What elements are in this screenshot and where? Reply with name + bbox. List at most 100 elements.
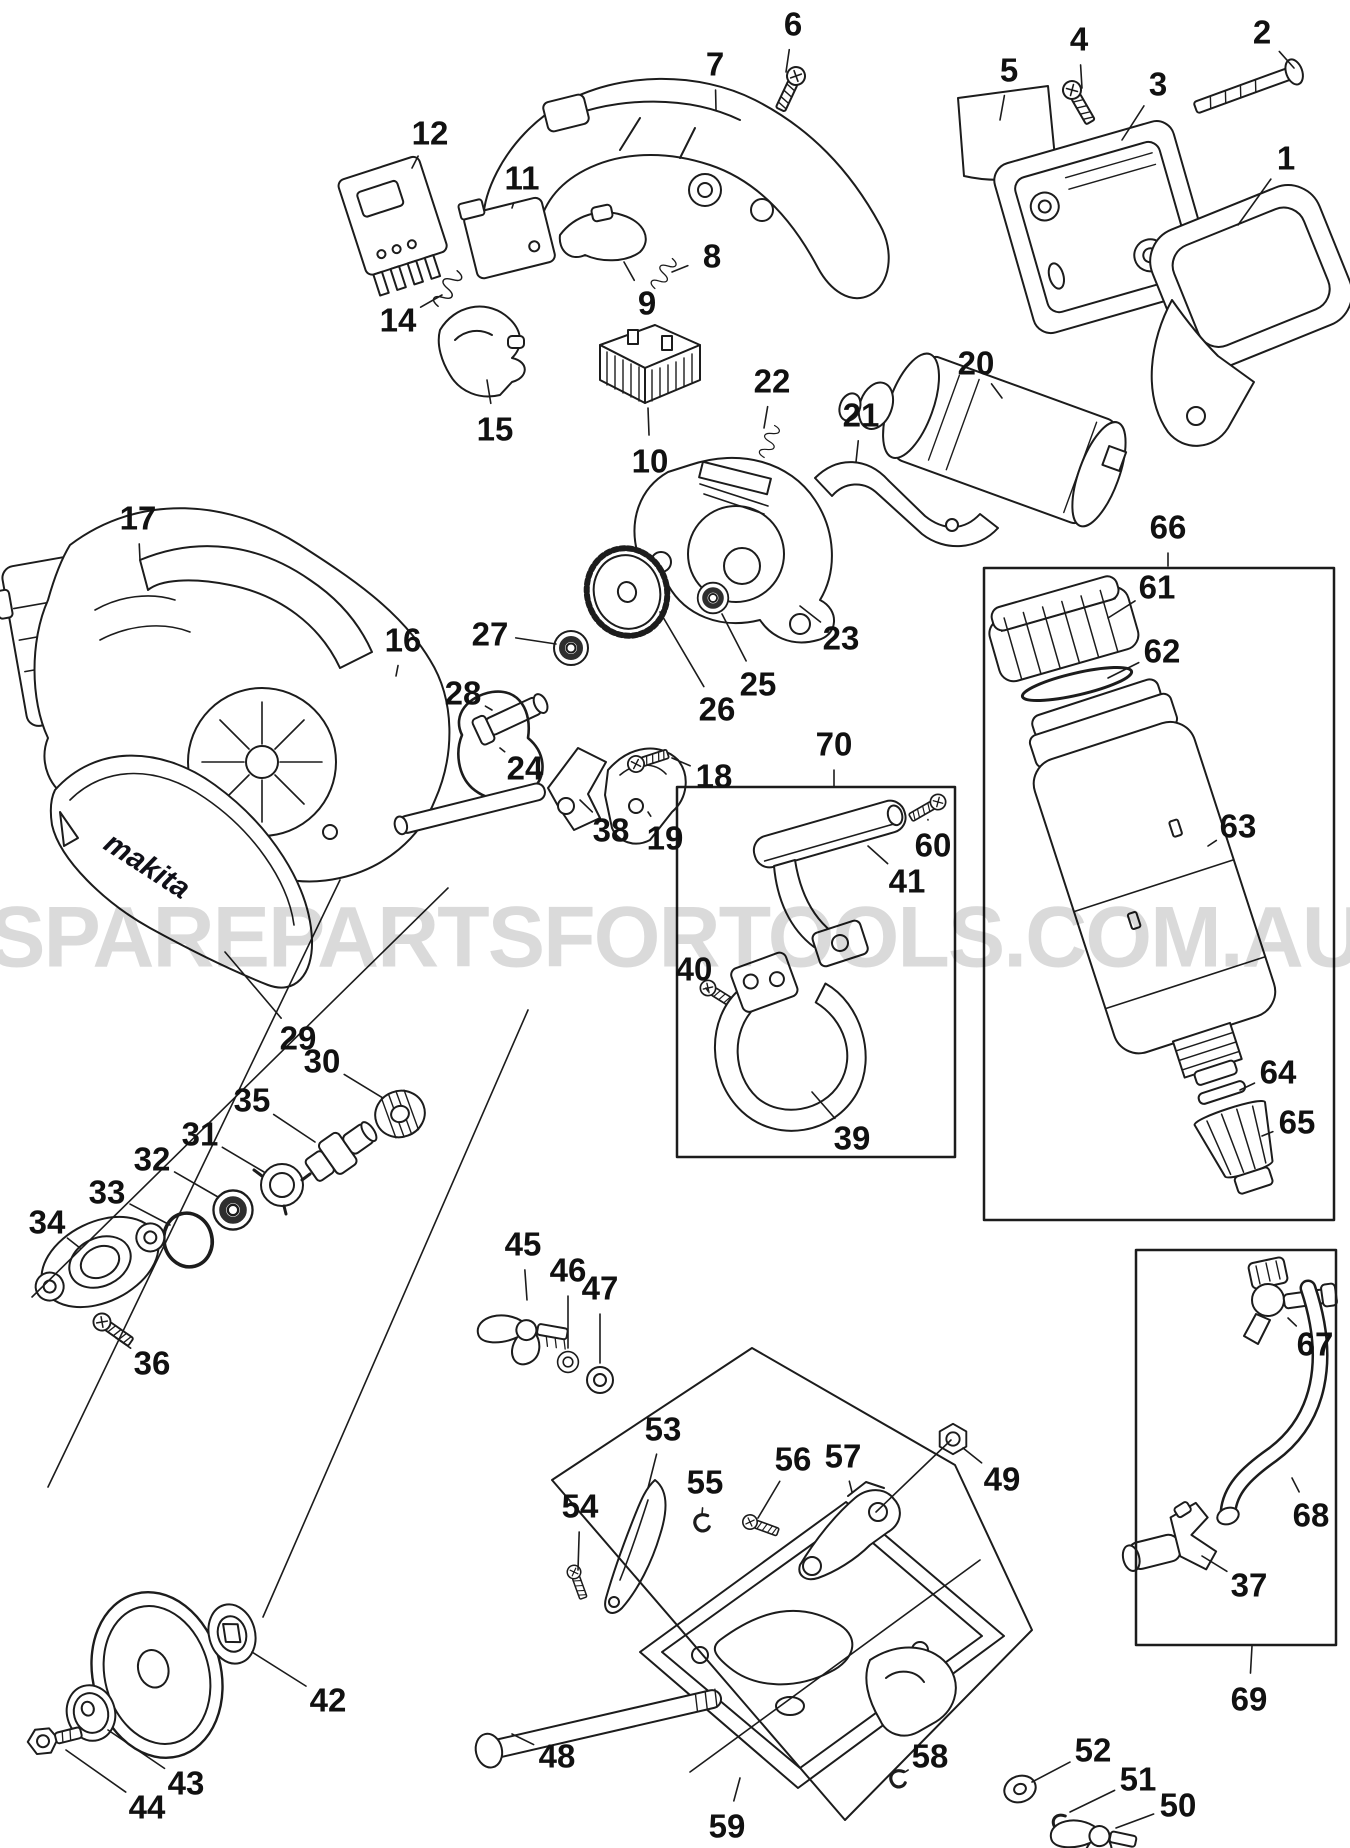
part-30-knob-gear-drawing — [374, 1089, 426, 1139]
part-label-37: 37 — [1230, 1566, 1268, 1604]
part-label-33: 33 — [88, 1173, 126, 1211]
leader-line-45 — [524, 1269, 528, 1301]
part-61-tank-cap-drawing — [988, 575, 1140, 683]
part-63-water-tank-drawing — [1028, 678, 1277, 1086]
part-label-36: 36 — [133, 1344, 171, 1382]
leader-line-43 — [107, 1729, 166, 1770]
part-label-23: 23 — [822, 619, 860, 657]
part-label-56: 56 — [774, 1440, 812, 1478]
leader-line-30 — [343, 1073, 384, 1099]
part-35-spindle-drawing — [304, 1121, 378, 1182]
leader-line-21 — [855, 440, 860, 463]
leader-line-1 — [1237, 178, 1272, 226]
leader-line-51 — [1069, 1789, 1116, 1813]
leader-line-10 — [647, 407, 650, 436]
leader-line-34 — [66, 1237, 81, 1249]
leader-line-63 — [1207, 839, 1218, 847]
leader-line-53 — [647, 1453, 658, 1489]
leader-line-22 — [763, 405, 769, 429]
part-21-baffle-plate-drawing — [814, 461, 999, 547]
leader-line-8 — [671, 264, 689, 273]
leader-line-5 — [999, 94, 1006, 121]
part-label-58: 58 — [911, 1737, 949, 1775]
part-29-blade-cover-drawing: makita — [49, 754, 314, 989]
part-10-switch-base-drawing — [599, 324, 701, 404]
part-label-69: 69 — [1230, 1680, 1268, 1718]
part-45-wing-bolt-drawing — [476, 1314, 569, 1366]
part-label-65: 65 — [1278, 1103, 1316, 1141]
part-label-59: 59 — [708, 1807, 746, 1845]
part-label-10: 10 — [631, 442, 669, 480]
part-15-lock-off-lever-drawing — [437, 305, 526, 398]
blade-disc-drawing — [90, 1590, 224, 1760]
part-label-53: 53 — [644, 1410, 682, 1448]
part-1-motor-cover-drawing — [1149, 184, 1350, 447]
part-42-inner-flange-drawing — [207, 1603, 257, 1665]
leader-line-27 — [514, 637, 557, 645]
leader-line-67 — [1287, 1317, 1298, 1327]
part-52-washer — [1003, 1774, 1037, 1804]
leader-line-18 — [671, 757, 691, 767]
part-label-47: 47 — [581, 1269, 619, 1307]
leader-line-9 — [623, 261, 636, 282]
leader-line-26 — [659, 611, 705, 688]
part-label-51: 51 — [1119, 1760, 1157, 1798]
part-label-31: 31 — [181, 1115, 219, 1153]
leader-line-42 — [251, 1651, 307, 1687]
part-41-handle-drawing — [752, 799, 907, 968]
leader-line-40 — [705, 987, 709, 992]
leader-lines-layer — [31, 48, 1300, 1829]
leader-line-58 — [904, 1769, 909, 1773]
part-19-clamp-lever-drawing — [604, 747, 687, 845]
part-67-valve-cock-drawing — [1243, 1256, 1338, 1345]
leader-line-37 — [1201, 1555, 1228, 1573]
leader-line-50 — [1115, 1813, 1155, 1829]
part-label-16: 16 — [384, 621, 422, 659]
leader-line-11 — [511, 201, 515, 209]
watermark: SPAREPARTSFORTOOLS.COM.AU — [0, 889, 1350, 986]
part-label-25: 25 — [739, 665, 777, 703]
part-label-66: 66 — [1149, 508, 1187, 546]
part-label-18: 18 — [695, 757, 733, 795]
part-53-guide-rule-drawing — [604, 1479, 667, 1614]
leader-line-35 — [272, 1113, 316, 1143]
part-label-2: 2 — [1252, 13, 1272, 51]
part-39-clamp-band-drawing — [714, 951, 867, 1132]
leader-line-61 — [1107, 600, 1136, 619]
leader-line-39 — [811, 1091, 836, 1120]
construction-line — [875, 1439, 952, 1513]
part-label-30: 30 — [303, 1042, 341, 1080]
part-64-packing-drawing — [1197, 1080, 1247, 1105]
leader-line-6 — [785, 48, 791, 73]
leader-line-15 — [486, 379, 492, 405]
part-7-handle-housing-drawing — [482, 77, 890, 300]
leader-line-23 — [799, 605, 822, 623]
part-label-1: 1 — [1276, 139, 1296, 177]
leader-line-57 — [848, 1480, 853, 1493]
leader-line-33 — [129, 1203, 171, 1226]
part-65-nozzle-cap-drawing — [1193, 1100, 1274, 1195]
base-assembly-enclosure — [551, 1347, 1033, 1821]
part-label-20: 20 — [957, 344, 995, 382]
part-20-motor-drawing — [838, 352, 1128, 528]
part-12-controller-drawing — [337, 155, 448, 297]
leader-line-16 — [395, 664, 399, 677]
part-33-o-ring — [161, 1211, 215, 1269]
part-label-11: 11 — [504, 159, 540, 197]
part-34-flange-bracket-drawing — [34, 1215, 166, 1309]
part-label-40: 40 — [675, 950, 713, 988]
leader-line-3 — [1121, 105, 1145, 141]
part-label-54: 54 — [561, 1487, 599, 1525]
part-label-7: 7 — [705, 45, 725, 83]
part-label-19: 19 — [646, 819, 684, 857]
leader-line-17 — [138, 543, 141, 561]
part-label-26: 26 — [698, 690, 736, 728]
part-label-48: 48 — [538, 1737, 576, 1775]
part-label-45: 45 — [504, 1225, 542, 1263]
part-label-67: 67 — [1296, 1325, 1334, 1363]
part-44-blade-bolt-drawing — [26, 1726, 83, 1756]
leader-line-64 — [1239, 1082, 1256, 1091]
